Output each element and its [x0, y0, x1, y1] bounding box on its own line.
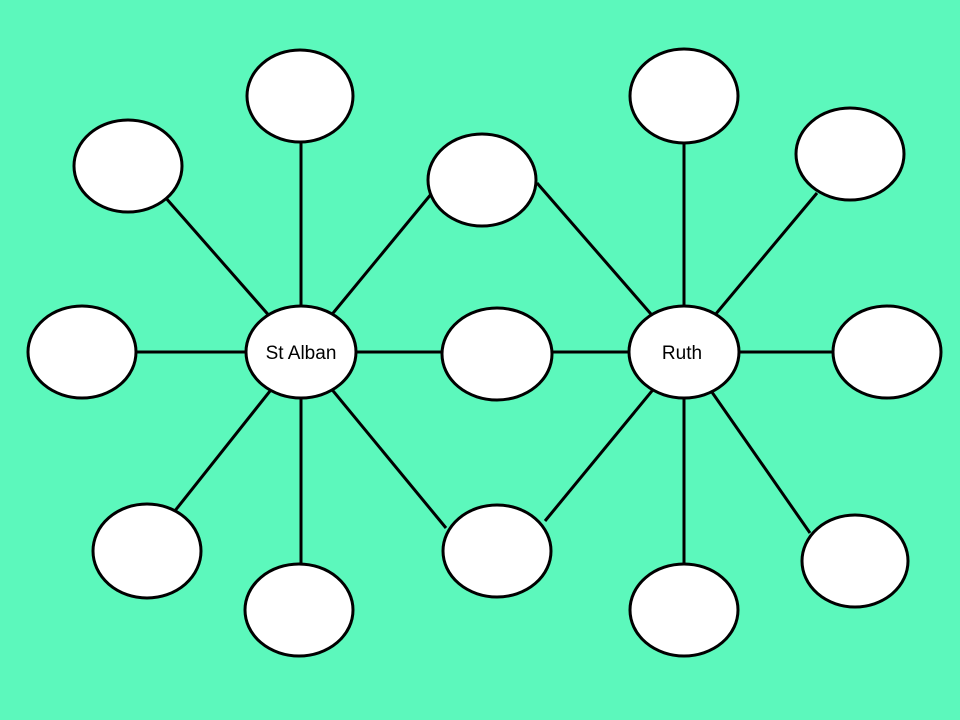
blank-node-st-alban-lower-left — [91, 502, 203, 600]
blank-node-shared-middle — [440, 306, 554, 402]
hub-node-st-alban — [244, 304, 358, 400]
hub-node-ruth — [627, 304, 741, 400]
blank-node-ruth-bottom — [628, 562, 740, 658]
blank-node-ruth-right — [831, 304, 943, 400]
diagram-nodes — [26, 47, 943, 658]
blank-node-st-alban-bottom — [243, 562, 355, 658]
hub-label-st-alban: St Alban — [266, 343, 337, 364]
hub-label-ruth: Ruth — [662, 343, 702, 364]
blank-node-st-alban-top — [245, 48, 355, 144]
blank-node-st-alban-left — [26, 304, 138, 400]
blank-node-shared-bottom — [441, 503, 553, 599]
blank-node-shared-top — [426, 132, 538, 228]
blank-node-ruth-top — [628, 47, 740, 145]
blank-node-ruth-upper-right — [794, 106, 906, 202]
blank-node-ruth-lower-right — [800, 513, 910, 609]
blank-node-st-alban-upper-left — [72, 118, 184, 214]
